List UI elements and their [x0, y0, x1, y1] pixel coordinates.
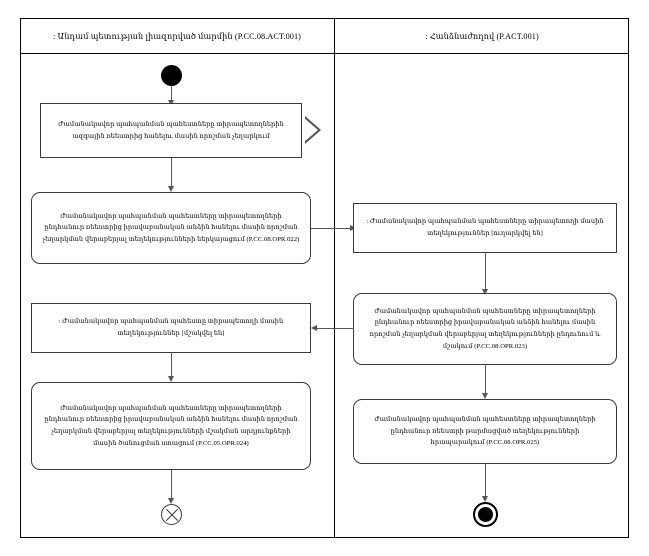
action-text: Ժամանակավոր պահպանման պահեստները տիրապետ…	[44, 404, 298, 447]
connector-right-action1-to-action2	[485, 365, 486, 395]
arrowhead-note-to-action1	[168, 186, 174, 192]
connector-action2-to-flowfinal	[171, 470, 172, 502]
action-text: Ժամանակավոր պահպանման պահեստները տիրապետ…	[374, 416, 596, 447]
action-submit-cancellation-info[interactable]: Ժամանակավոր պահպանման պահեստները տիրապետ…	[31, 192, 311, 264]
swimlane-header-row	[20, 18, 629, 54]
arrowhead-right-object-to-action1	[482, 289, 488, 295]
note-decision-cancellation[interactable]: Ժամանակավոր պահպանման պահեստները տիրապետ…	[40, 103, 302, 158]
connector-object-to-action2	[171, 353, 172, 378]
connector-action2-to-activityfinal	[485, 464, 486, 500]
initial-node[interactable]	[161, 65, 182, 86]
swimlane-title-left: : Անդամ պետության լիազորված մարմին (P.CC…	[52, 32, 302, 41]
flow-final-node[interactable]	[161, 504, 182, 525]
arrowhead-action2-to-flowfinal	[168, 498, 174, 504]
object-node-text: : Ժամանակավոր պահպանման պահեստները տիրապ…	[366, 218, 604, 237]
connector-action1-to-right-object	[311, 228, 353, 229]
connector-right-action1-stub	[353, 328, 354, 329]
connector-initial-to-note	[171, 86, 172, 103]
action-receive-and-process-info[interactable]: Ժամանակավոր պահպանման պահեստները տիրապետ…	[353, 293, 617, 365]
connector-note-to-action1	[171, 158, 172, 188]
connector-right-action1-to-left-object	[317, 328, 353, 329]
arrowhead-action2-to-activityfinal	[482, 496, 488, 502]
action-text: Ժամանակավոր պահպանման պահեստները տիրապետ…	[369, 307, 601, 350]
note-tail-arrow-icon	[304, 116, 321, 144]
arrowhead-right-action1-to-action2	[482, 393, 488, 399]
action-receive-processing-notification[interactable]: Ժամանակավոր պահպանման պահեստները տիրապետ…	[31, 382, 311, 470]
activity-final-node[interactable]	[473, 502, 498, 527]
object-node-text: : Ժամանակավոր պահպանման պահեստը տիրապետո…	[58, 318, 284, 337]
action-publish-updated-registry[interactable]: Ժամանակավոր պահպանման պահեստները տիրապետ…	[353, 399, 617, 464]
object-node-sent-info[interactable]: : Ժամանակավոր պահպանման պահեստները տիրապ…	[353, 203, 617, 253]
action-text: Ժամանակավոր պահպանման պահեստները տիրապետ…	[42, 212, 300, 243]
swimlane-divider	[334, 18, 335, 538]
swimlane-title-right: : Հանձնաժողով (P.ACT.001)	[425, 32, 539, 41]
arrowhead-right-action1-to-left-object	[311, 324, 317, 331]
object-node-processed-info[interactable]: : Ժամանակավոր պահպանման պահեստը տիրապետո…	[31, 303, 311, 353]
connector-right-object-to-action1	[485, 253, 486, 291]
activity-final-inner-dot-icon	[478, 507, 493, 522]
note-text: Ժամանակավոր պահպանման պահեստները տիրապետ…	[58, 120, 284, 140]
arrowhead-object-to-action2	[168, 376, 174, 382]
